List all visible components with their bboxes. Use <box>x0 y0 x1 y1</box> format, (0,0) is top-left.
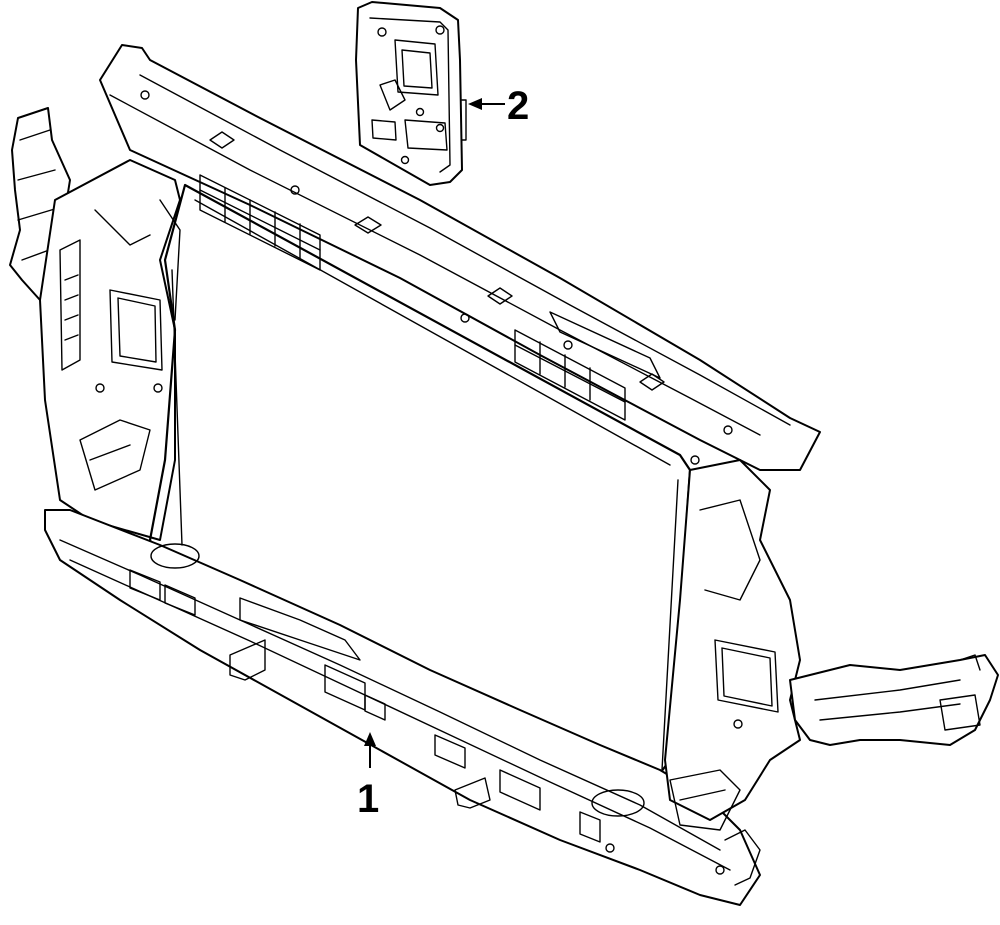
callout-2-label: 2 <box>507 84 529 128</box>
callout-2: 2 <box>468 84 529 128</box>
callout-1: 1 <box>357 732 379 821</box>
module-bracket <box>355 1 467 186</box>
lower-crossmember <box>44 509 761 906</box>
callout-1-label: 1 <box>357 777 379 821</box>
left-pillar <box>39 159 181 541</box>
callout-2-arrowhead <box>468 98 482 110</box>
radiator-support-frame <box>9 44 999 906</box>
right-mount-bracket <box>789 654 999 746</box>
right-pillar <box>664 459 801 821</box>
callout-1-arrowhead <box>364 732 376 746</box>
upper-crossmember <box>99 44 821 471</box>
